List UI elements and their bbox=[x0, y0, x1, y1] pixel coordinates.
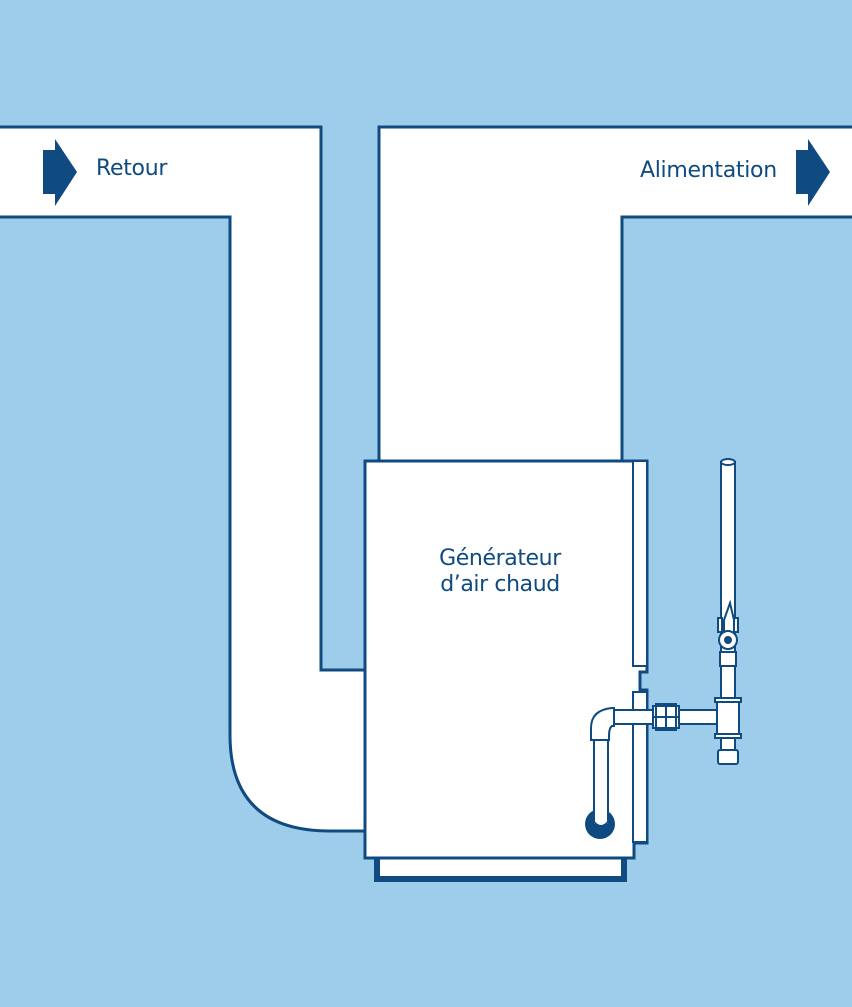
return-duct-label: Retour bbox=[96, 156, 168, 181]
supply-duct-label: Alimentation bbox=[640, 158, 777, 183]
return-duct bbox=[0, 125, 368, 833]
furnace-side-panel bbox=[632, 460, 648, 667]
supply-arrow-icon bbox=[796, 139, 830, 206]
furnace-label-line2: d’air chaud bbox=[440, 572, 560, 597]
supply-duct bbox=[377, 125, 852, 464]
return-arrow-icon bbox=[43, 139, 77, 206]
elbow-fitting bbox=[590, 707, 615, 741]
tee-fitting bbox=[716, 699, 740, 737]
furnace-label-line1: Générateur bbox=[439, 546, 561, 571]
furnace-side-panel-lower bbox=[632, 691, 648, 843]
furnace-label: Générateur d’air chaud bbox=[400, 546, 600, 598]
